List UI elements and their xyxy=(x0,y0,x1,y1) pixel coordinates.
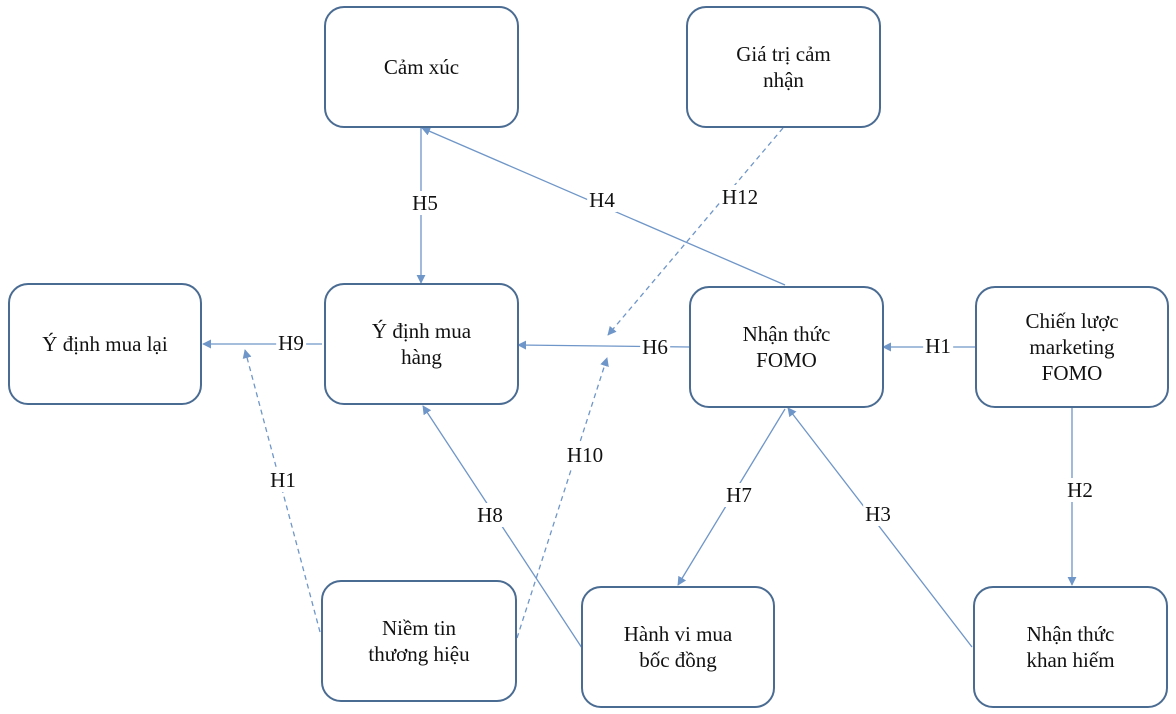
node-nhan-thuc-khan-hiem: Nhận thức khan hiếm xyxy=(973,586,1168,708)
edge-h9-label: H9 xyxy=(276,331,306,355)
edge-h8-label: H8 xyxy=(475,503,505,527)
edge-h10-label: H10 xyxy=(564,443,606,467)
node-nhan-thuc-fomo: Nhận thức FOMO xyxy=(689,286,884,408)
node-hanh-vi-mua-boc-dong: Hành vi mua bốc đồng xyxy=(581,586,775,708)
node-niem-tin-thuong-hieu: Niềm tin thương hiệu xyxy=(321,580,517,702)
node-gia-tri-cam-nhan-label: Giá trị cảm nhận xyxy=(736,42,831,92)
node-chien-luoc-marketing-fomo: Chiến lược marketing FOMO xyxy=(975,286,1169,408)
edge-h3-line xyxy=(787,407,973,648)
edge-h12-label: H12 xyxy=(719,185,761,209)
node-y-dinh-mua-hang-label: Ý định mua hàng xyxy=(371,319,472,369)
node-y-dinh-mua-lai-label: Ý định mua lại xyxy=(42,332,168,356)
edge-h1b-label: H1 xyxy=(268,468,298,492)
edge-h1-label: H1 xyxy=(923,334,953,358)
edge-h2-label: H2 xyxy=(1065,478,1095,502)
node-cam-xuc: Cảm xúc xyxy=(324,6,519,128)
edge-h5-label: H5 xyxy=(410,191,440,215)
node-y-dinh-mua-lai: Ý định mua lại xyxy=(8,283,202,405)
node-nhan-thuc-khan-hiem-label: Nhận thức khan hiếm xyxy=(1026,622,1115,672)
edge-h8-line xyxy=(422,405,583,649)
node-chien-luoc-marketing-fomo-label: Chiến lược marketing FOMO xyxy=(1025,309,1119,385)
node-y-dinh-mua-hang: Ý định mua hàng xyxy=(324,283,519,405)
edge-h10-line xyxy=(516,357,609,639)
node-gia-tri-cam-nhan: Giá trị cảm nhận xyxy=(686,6,881,128)
node-nhan-thuc-fomo-label: Nhận thức FOMO xyxy=(742,322,831,372)
node-cam-xuc-label: Cảm xúc xyxy=(383,55,460,79)
node-hanh-vi-mua-boc-dong-label: Hành vi mua bốc đồng xyxy=(623,622,733,672)
edge-h6-label: H6 xyxy=(640,335,670,359)
edge-h3-label: H3 xyxy=(863,502,893,526)
edge-h12-line xyxy=(607,127,784,336)
node-niem-tin-thuong-hieu-label: Niềm tin thương hiệu xyxy=(368,616,470,666)
edge-h4-label: H4 xyxy=(587,188,617,212)
edge-h7-label: H7 xyxy=(724,483,754,507)
